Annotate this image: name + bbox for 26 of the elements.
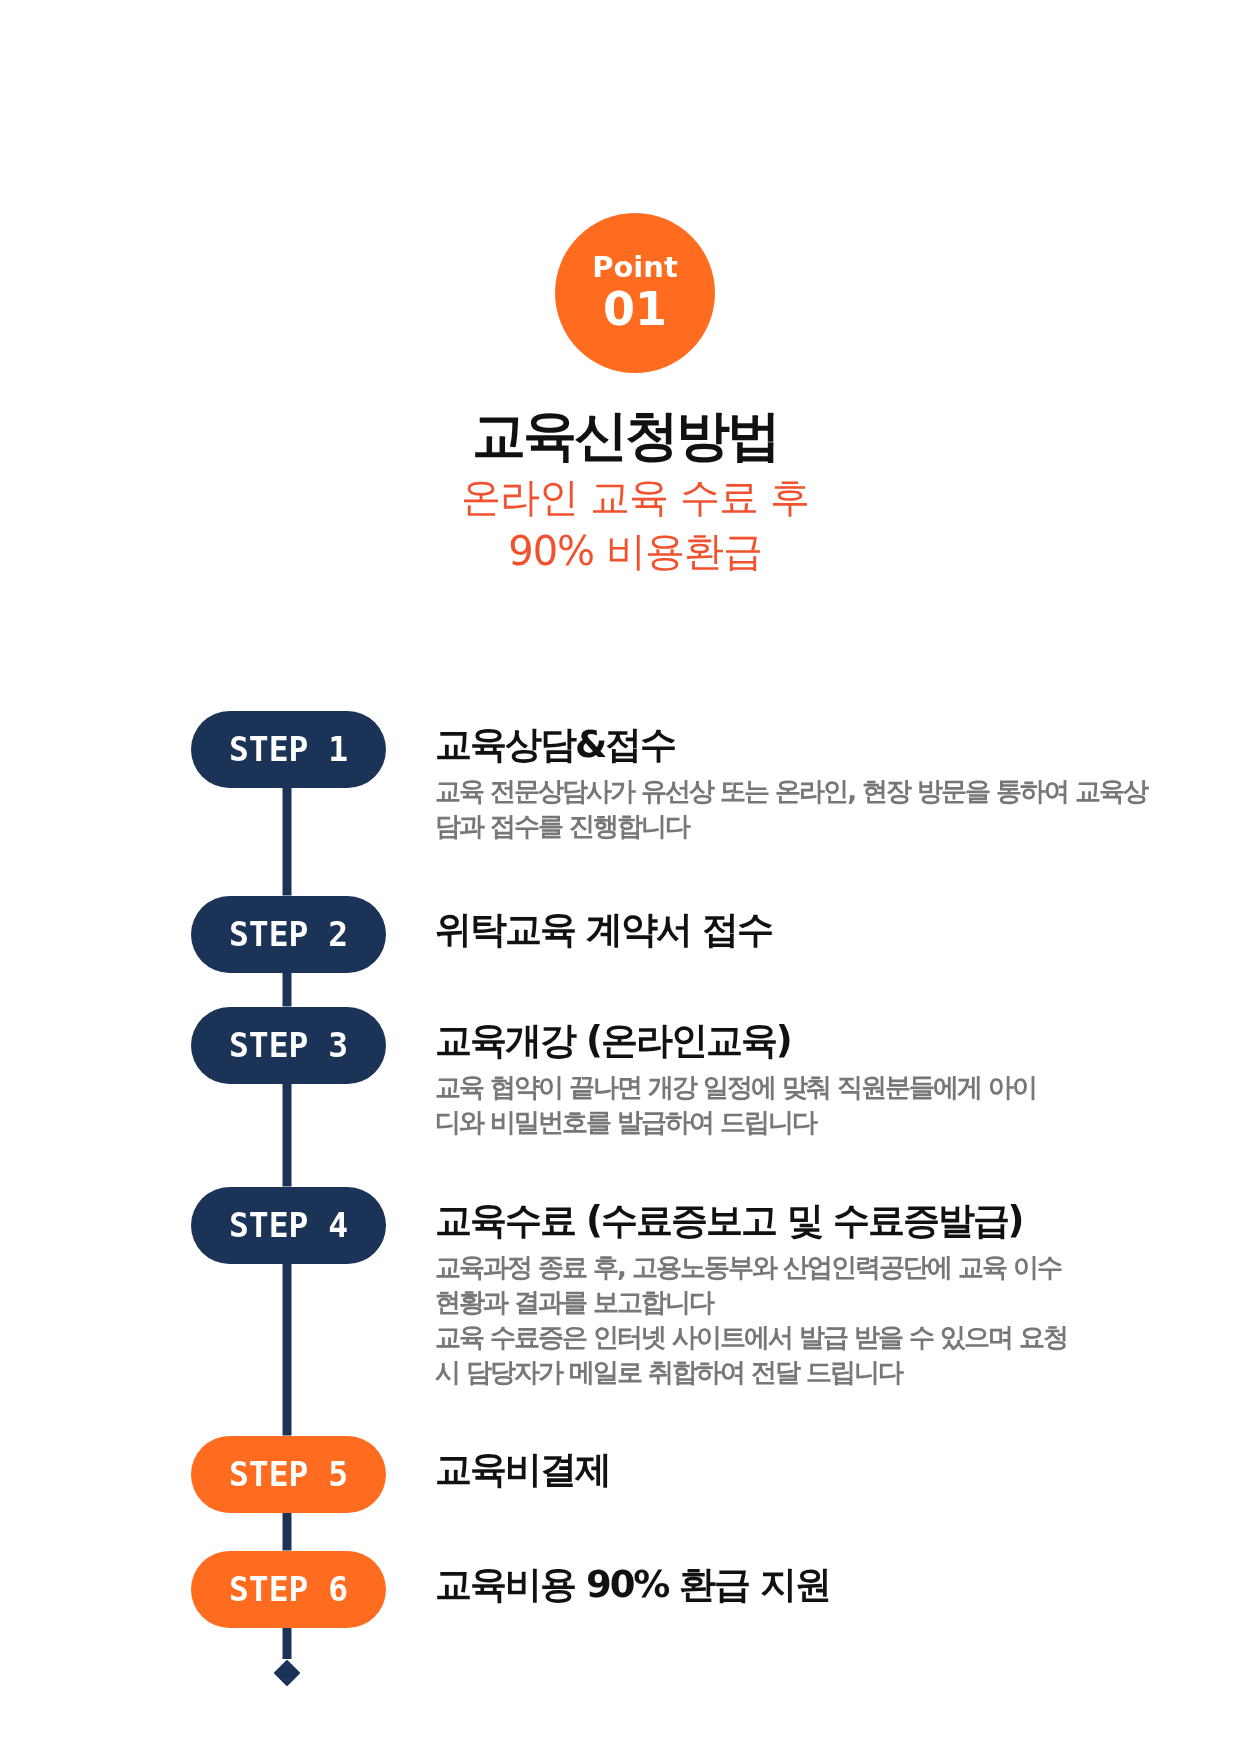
step-heading: 위탁교육 계약서 접수 xyxy=(435,907,773,953)
step-pill: STEP 3 xyxy=(191,1006,386,1084)
timeline-line xyxy=(282,1083,292,1187)
step-heading: 교육비용 90% 환급 지원 xyxy=(435,1562,832,1608)
step-pill: STEP 2 xyxy=(191,895,386,973)
step-heading: 교육상담&접수 xyxy=(435,722,677,768)
step-heading: 교육비결제 xyxy=(435,1447,611,1493)
step-description: 교육 수료증은 인터넷 사이트에서 발급 받을 수 있으며 요청시 담당자가 메일로 취합하여 전달 드립니다 xyxy=(435,1321,1069,1389)
timeline-line xyxy=(282,787,292,896)
step-description: 교육 전문상담사가 유선상 또는 온라인, 현장 방문을 통하여 교육상담과 접수를 진행합니다 xyxy=(435,775,1149,843)
timeline-line xyxy=(282,1263,292,1436)
end-diamond xyxy=(273,1659,301,1687)
step-description: 교육과정 종료 후, 고용노동부와 산업인력공단에 교육 이수 현황과 결과를 보고합니다 xyxy=(435,1251,1063,1319)
timeline-line xyxy=(282,1512,292,1551)
step-description: 교육 협약이 끝나면 개강 일정에 맞춰 직원분들에게 아이디와 비밀번호를 발급하여 드립니다 xyxy=(435,1071,1038,1139)
step-heading: 교육개강 (온라인교육) xyxy=(435,1018,792,1064)
step-pill: STEP 5 xyxy=(191,1435,386,1513)
point-badge: Point 01 xyxy=(555,213,715,373)
step-heading: 교육수료 (수료증보고 및 수료증발급) xyxy=(435,1198,1024,1244)
timeline-line xyxy=(282,1627,292,1659)
step-pill: STEP 6 xyxy=(191,1550,386,1628)
timeline-line xyxy=(282,972,292,1007)
step-pill: STEP 1 xyxy=(191,710,386,788)
title: 교육신청방법 xyxy=(471,403,779,469)
subtitle: 온라인 교육 수료 후 90% 비용환급 xyxy=(460,473,810,576)
step-pill: STEP 4 xyxy=(191,1186,386,1264)
